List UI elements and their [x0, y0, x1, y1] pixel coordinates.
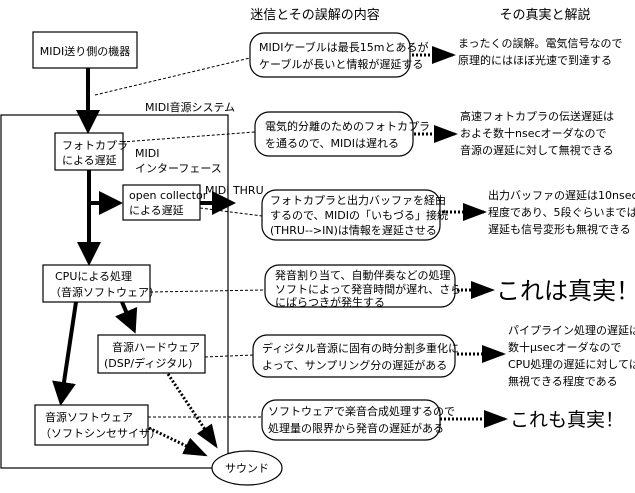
myth-2-line-2: を通るので、MIDIは遅れる: [265, 137, 399, 150]
myth-3-line-3: (THRU-->IN)は情報を遅延させる: [270, 224, 437, 237]
myth-bubble-2: 電気的分離のためのフォトカプラ を通るので、MIDIは遅れる: [254, 111, 430, 157]
myth-1-line-1: MIDIケーブルは最長15mとあるが: [259, 40, 429, 54]
arrow-cpu-to-hardware: [115, 301, 138, 334]
connectors: [52, 46, 508, 457]
myth-bubble-5: ディジタル音源に固有の時分割多重化に よって、サンプリング分の遅延がある: [252, 334, 459, 378]
hardware-line-1: 音源ハードウェア: [112, 340, 200, 354]
leader-5: [204, 354, 254, 358]
truth-3-line-3: 遅延も信号変形も無視できる: [488, 222, 631, 236]
truth-5-line-4: 無視できる程度である: [508, 374, 618, 388]
node-sender: MIDI送り側の機器: [32, 31, 138, 69]
truth-3-line-1: 出力バッファの遅延は10nsec: [488, 188, 635, 202]
myth-bubble-3: フォトカプラと出力バッファを経由 するので、MIDIの「いもづる」接続 (THR…: [261, 189, 448, 241]
truth-5-line-3: CPU処理の遅延に対しては: [508, 357, 635, 371]
leader-2: [121, 131, 256, 143]
myth-2-line-1: 電気的分離のためのフォトカプラ: [265, 119, 430, 133]
myth-bubble-1: MIDIケーブルは最長15mとあるが ケーブルが長いと情報が遅延する: [249, 32, 429, 78]
truth-2-line-1: 高速フォトカプラの伝送遅延は: [460, 109, 614, 123]
open-collector-line-2: による遅延: [129, 204, 184, 217]
truth-5-line-2: 数十μsecオーダなので: [508, 340, 622, 354]
truth-5: パイプライン処理の遅延は 数十μsecオーダなので CPU処理の遅延に対しては …: [508, 324, 635, 388]
myth-column-header: 迷信とその誤解の内容: [250, 7, 380, 23]
truth-1-line-1: まったくの誤解。電気信号なので: [458, 36, 623, 50]
truth-6-emphasis: これも真実！: [510, 409, 624, 431]
arrow-cpu-to-software: [52, 301, 78, 406]
myth-3-line-1: フォトカプラと出力バッファを経由: [270, 193, 446, 207]
interface-label-2: インターフェース: [135, 162, 222, 175]
node-hardware: 音源ハードウェア (DSP/ディジタル): [97, 334, 206, 374]
truth-1: まったくの誤解。電気信号なので 原理的にはほぼ光速で到達する: [458, 36, 623, 67]
truth-column-header: その真実と解説: [499, 7, 590, 23]
myth-6-line-1: ソフトウェアで楽音合成処理するので: [268, 404, 455, 418]
node-cpu: CPUによる処理 （音源ソフトウェア）: [42, 264, 160, 303]
system-label: MIDI音源システム: [145, 100, 235, 114]
hardware-line-2: (DSP/ディジタル): [104, 356, 192, 370]
node-open-collector: open collector による遅延: [122, 184, 208, 221]
myth-5-line-2: よって、サンプリング分の遅延がある: [262, 358, 447, 372]
truth-3: 出力バッファの遅延は10nsec 程度であり、5段ぐらいまでは 遅延も信号変形も…: [488, 188, 635, 236]
interface-label-1: MIDI: [135, 147, 159, 160]
software-line-2: （ソフトシンセサイザ）: [40, 427, 161, 440]
truth-4-emphasis: これは真実！: [496, 277, 635, 305]
node-software: 音源ソフトウェア （ソフトシンセサイザ）: [34, 404, 161, 446]
node-sound: サウンド: [211, 450, 283, 486]
truth-2-line-2: およそ数十nsecオーダなので: [460, 126, 607, 140]
leader-1: [94, 57, 251, 96]
node-photocoupler: フォトカプラ による遅延: [54, 132, 128, 171]
myth-1-line-2: ケーブルが長いと情報が遅延する: [259, 57, 423, 71]
myth-4-line-1: 発音割り当て、自動伴奏などの処理: [275, 268, 450, 282]
sound-label: サウンド: [225, 462, 269, 475]
myth-5-line-1: ディジタル音源に固有の時分割多重化に: [262, 341, 459, 355]
open-collector-line-1: open collector: [129, 189, 208, 202]
truth-3-line-2: 程度であり、5段ぐらいまでは: [488, 205, 635, 219]
myth-4-line-2: ソフトによって発音時間が遅れ、さら: [275, 282, 461, 296]
cpu-line-1: CPUによる処理: [55, 270, 132, 283]
software-line-1: 音源ソフトウェア: [45, 410, 133, 424]
truth-5-line-1: パイプライン処理の遅延は: [508, 324, 635, 337]
sender-label: MIDI送り側の機器: [40, 44, 130, 58]
myth-6-line-2: 処理量の限界から発音の遅延がある: [268, 421, 444, 435]
leader-3: [199, 207, 263, 217]
truth-1-line-2: 原理的にはほぼ光速で到達する: [458, 53, 612, 67]
cpu-line-2: （音源ソフトウェア）: [50, 285, 160, 299]
arrow-hardware-to-sound: [166, 373, 218, 449]
leader-4: [149, 289, 266, 293]
myth-bubble-4: 発音割り当て、自動伴奏などの処理 ソフトによって発音時間が遅れ、さら にばらつき…: [264, 264, 461, 309]
truth-2: 高速フォトカプラの伝送遅延は およそ数十nsecオーダなので 音源の遅延に対して…: [460, 109, 614, 157]
myth-4-line-3: にばらつきが発生する: [275, 295, 385, 309]
myth-3-line-2: するので、MIDIの「いもづる」接続: [270, 208, 448, 222]
photocoupler-line-2: による遅延: [62, 154, 117, 167]
myth-bubble-6: ソフトウェアで楽音合成処理するので 処理量の限界から発音の遅延がある: [261, 399, 455, 441]
midi-thru-label: MIDI THRU: [205, 184, 264, 197]
truth-2-line-3: 音源の遅延に対して無視できる: [460, 143, 613, 157]
photocoupler-line-1: フォトカプラ: [62, 139, 128, 152]
